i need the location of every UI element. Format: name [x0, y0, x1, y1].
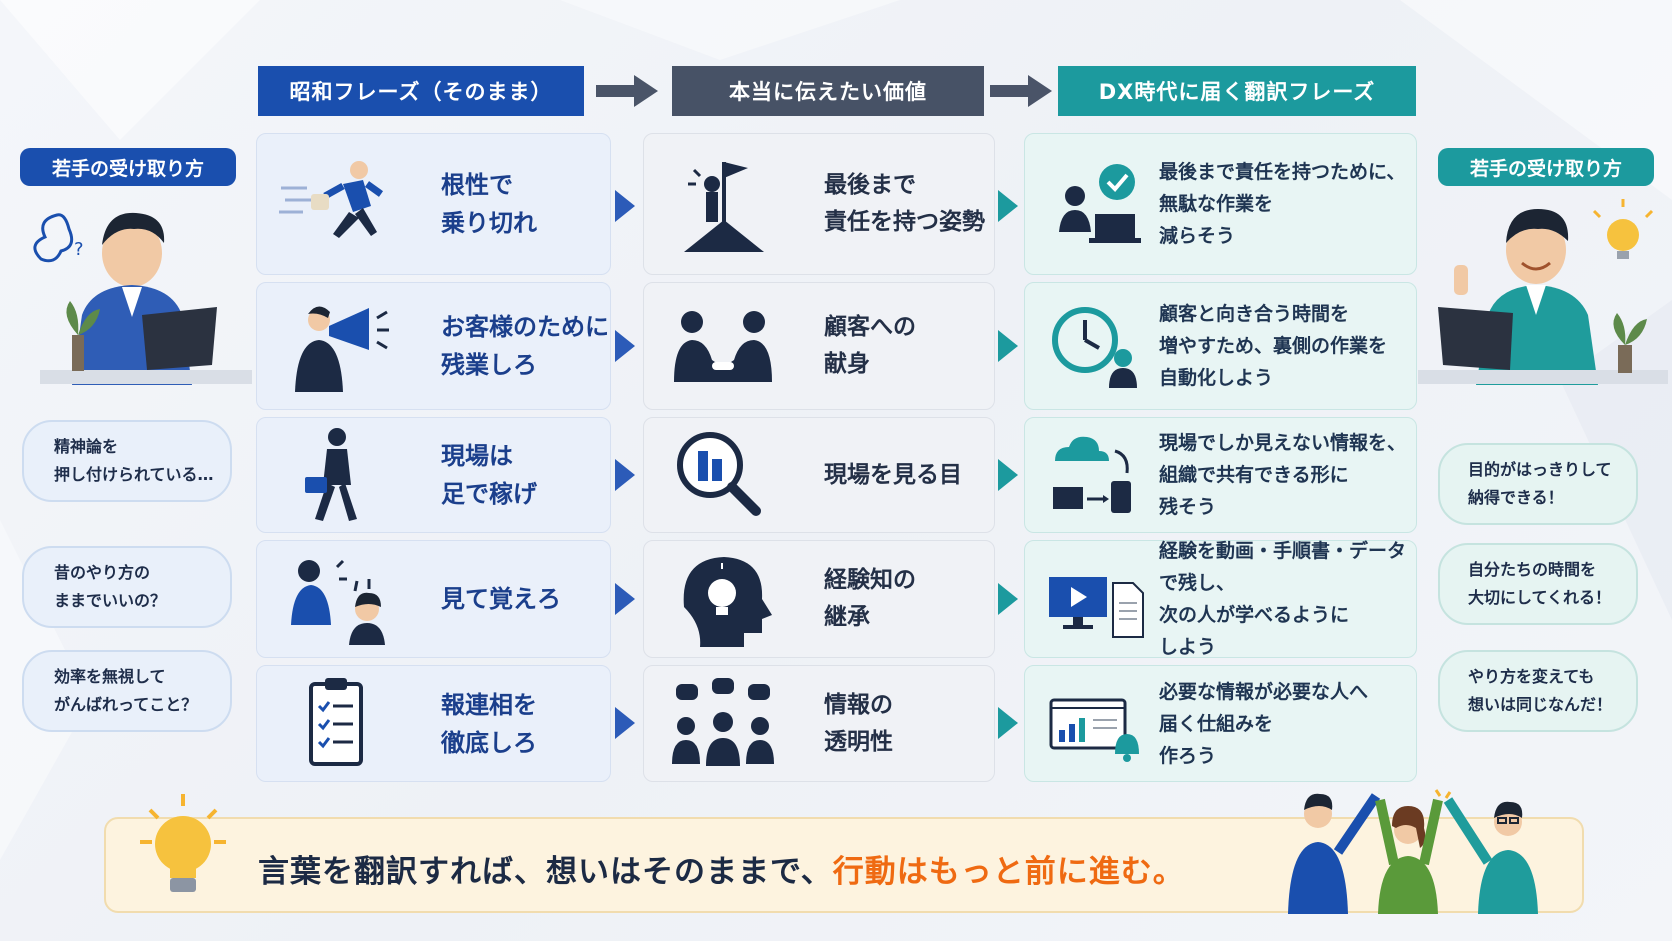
right-bubble-3: やり方を変えても 想いは同じなんだ！	[1438, 650, 1638, 732]
right-bubble-2: 自分たちの時間を 大切にしてくれる！	[1438, 543, 1638, 625]
value-text-3: 現場を見る目	[824, 461, 962, 488]
translation-card-5: 必要な情報が必要な人へ 届く仕組みを 作ろう	[1024, 665, 1417, 782]
row-arrow-5a	[615, 707, 635, 739]
value-card-1: 最後まで 責任を持つ姿勢	[643, 133, 995, 275]
phrase-text-3: 現場は 足で稼げ	[441, 442, 537, 508]
row-arrow-4b	[998, 583, 1018, 615]
magnifier-building-icon	[677, 432, 761, 516]
translation-card-1: 最後まで責任を持つために、 無駄な作業を 減らそう	[1024, 133, 1417, 275]
phrase-card-5: 報連相を 徹底しろ	[256, 665, 611, 782]
row-arrow-1b	[998, 190, 1018, 222]
translation-card-4: 経験を動画・手順書・データで残し、 次の人が学べるように しよう	[1024, 540, 1417, 658]
team-chat-icon	[672, 677, 774, 766]
header-showa-phrase: 昭和フレーズ（そのまま）	[258, 66, 584, 116]
row-arrow-3a	[615, 459, 635, 491]
cloud-sync-icon	[1053, 436, 1131, 513]
phrase-card-3: 現場は 足で稼げ	[256, 417, 611, 533]
header-dx-translation: DX時代に届く翻訳フレーズ	[1058, 66, 1416, 116]
phrase-card-4: 見て覚えろ	[256, 540, 611, 658]
svg-text:?: ?	[74, 239, 84, 260]
walking-briefcase-icon	[305, 428, 357, 521]
checklist-clipboard-icon	[309, 677, 363, 766]
conclusion-text-highlight: 行動はもっと前に進む。	[832, 854, 1185, 890]
value-card-4: 経験知の 継承	[643, 540, 995, 658]
side-label-left: 若手の受け取り方	[20, 148, 236, 186]
phrase-card-1: 根性で 乗り切れ	[256, 133, 611, 275]
phrase-text-2: お客様のために 残業しろ	[441, 313, 609, 379]
header-true-value: 本当に伝えたい価値	[672, 66, 984, 116]
row-arrow-2a	[615, 330, 635, 362]
value-text-2: 顧客への 献身	[824, 314, 916, 377]
value-text-1: 最後まで 責任を持つ姿勢	[824, 172, 985, 235]
side-label-right: 若手の受け取り方	[1438, 148, 1654, 186]
clock-person-icon	[1052, 307, 1137, 388]
handshake-icon	[674, 311, 772, 382]
megaphone-icon	[295, 306, 389, 392]
value-card-3: 現場を見る目	[643, 417, 995, 533]
video-document-icon	[1049, 577, 1144, 638]
header-arrow-1	[596, 75, 658, 107]
phrase-text-5: 報連相を 徹底しろ	[441, 690, 537, 757]
translation-text-4: 経験を動画・手順書・データで残し、 次の人が学べるように しよう	[1159, 540, 1407, 658]
translation-text-3: 現場でしか見えない情報を、 組織で共有できる形に 残そう	[1159, 432, 1407, 518]
team-high-five-illustration	[1288, 789, 1538, 914]
row-arrow-5b	[998, 707, 1018, 739]
phrase-card-2: お客様のために 残業しろ	[256, 282, 611, 410]
right-bubble-1: 目的がはっきりして 納得できる！	[1438, 443, 1638, 525]
summit-flag-icon	[684, 162, 764, 252]
translation-text-5: 必要な情報が必要な人へ 届く仕組みを 作ろう	[1159, 680, 1369, 767]
translation-text-2: 顧客と向き合う時間を 増やすため、裏側の作業を 自動化しよう	[1159, 303, 1388, 389]
confused-young-worker-illustration: ?	[33, 212, 252, 385]
conclusion-text: 言葉を翻訳すれば、想いはそのままで、行動はもっと前に進む。	[258, 846, 1185, 891]
translation-card-3: 現場でしか見えない情報を、 組織で共有できる形に 残そう	[1024, 417, 1417, 533]
value-card-5: 情報の 透明性	[643, 665, 995, 782]
left-bubble-2: 昔のやり方の ままでいいの？	[22, 546, 232, 628]
translation-text-1: 最後まで責任を持つために、 無駄な作業を 減らそう	[1159, 161, 1406, 247]
left-bubble-3: 効率を無視して がんばれってこと？	[22, 650, 232, 732]
row-arrow-2b	[998, 330, 1018, 362]
value-card-2: 顧客への 献身	[643, 282, 995, 410]
value-text-5: 情報の 透明性	[824, 691, 893, 755]
header-arrow-2	[990, 75, 1052, 107]
translation-card-2: 顧客と向き合う時間を 増やすため、裏側の作業を 自動化しよう	[1024, 282, 1417, 410]
lightbulb-icon	[140, 794, 226, 892]
left-bubble-1: 精神論を 押し付けられている…	[22, 420, 232, 502]
happy-young-worker-illustration	[1418, 199, 1668, 385]
conclusion-text-main: 言葉を翻訳すれば、想いはそのままで、	[258, 854, 833, 890]
phrase-text-1: 根性で 乗り切れ	[441, 171, 537, 237]
row-arrow-1a	[615, 190, 635, 222]
row-arrow-3b	[998, 459, 1018, 491]
value-text-4: 経験知の 継承	[824, 567, 916, 630]
running-man-icon	[279, 161, 384, 238]
row-arrow-4a	[615, 583, 635, 615]
head-lightbulb-icon	[683, 557, 772, 647]
dashboard-bell-icon	[1049, 698, 1139, 762]
phrase-text-4: 見て覚えろ	[441, 585, 561, 613]
boss-observer-icon	[291, 559, 385, 645]
laptop-check-icon	[1059, 164, 1141, 243]
